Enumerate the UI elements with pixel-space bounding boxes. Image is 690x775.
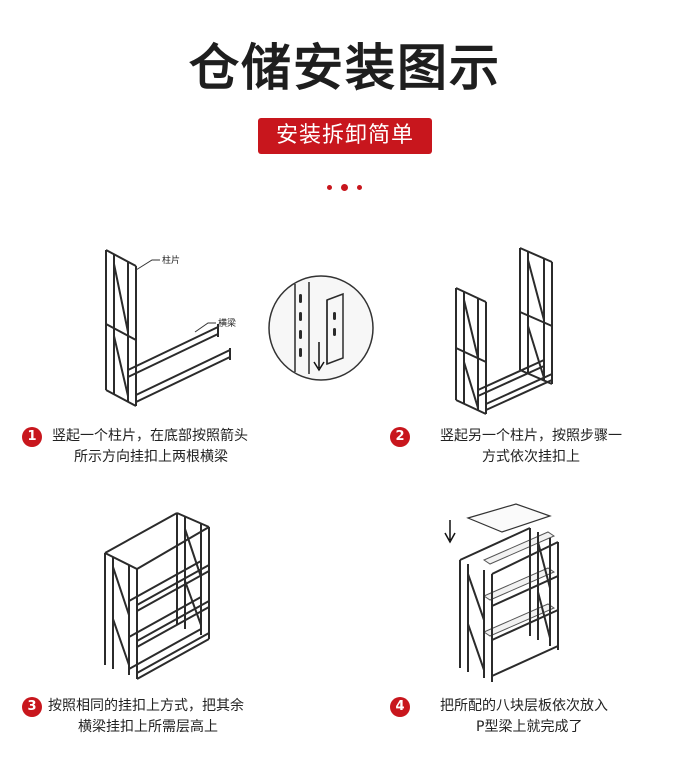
feature-badge: 安装拆卸简单: [258, 118, 432, 154]
step2-diagram: [455, 247, 553, 415]
step-number-badge: 2: [390, 427, 410, 447]
step4-line2: P型梁上就完成了: [476, 719, 583, 735]
step-number-badge: 4: [390, 697, 410, 717]
label-post: 柱片: [162, 254, 180, 266]
step1-line1: 竖起一个柱片，在底部按照箭头: [52, 428, 248, 444]
decorative-dots: [327, 184, 363, 192]
arrow-down-icon: [313, 342, 325, 372]
step4-line1: 把所配的八块层板依次放入: [440, 698, 608, 714]
step3-caption: 按照相同的挂扣上方式，把其余 横梁挂扣上所需层高上: [48, 696, 244, 738]
step4-caption: 把所配的八块层板依次放入 P型梁上就完成了: [440, 696, 608, 738]
step2-line2: 方式依次挂扣上: [482, 449, 580, 465]
step1-line2: 所示方向挂扣上两根横梁: [74, 449, 228, 465]
step1-caption: 竖起一个柱片，在底部按照箭头 所示方向挂扣上两根横梁: [52, 426, 248, 468]
step1-diagram: 柱片 横梁: [105, 249, 236, 407]
step2-line1: 竖起另一个柱片，按照步骤一: [440, 428, 622, 444]
step3-diagram: [104, 512, 210, 680]
dot: [357, 185, 362, 190]
step3-line2: 横梁挂扣上所需层高上: [78, 719, 218, 735]
step2-caption: 竖起另一个柱片，按照步骤一 方式依次挂扣上: [440, 426, 622, 468]
step-number-badge: 3: [22, 697, 42, 717]
step4-diagram: [444, 503, 559, 682]
label-beam: 横梁: [218, 317, 236, 329]
arrow-down-icon: [444, 520, 456, 544]
step3-line1: 按照相同的挂扣上方式，把其余: [48, 698, 244, 714]
dot: [327, 185, 332, 190]
dot: [341, 184, 348, 191]
page-title: 仓储安装图示: [189, 39, 501, 97]
step-number-badge: 1: [22, 427, 42, 447]
hook-detail-diagram: [268, 275, 374, 381]
